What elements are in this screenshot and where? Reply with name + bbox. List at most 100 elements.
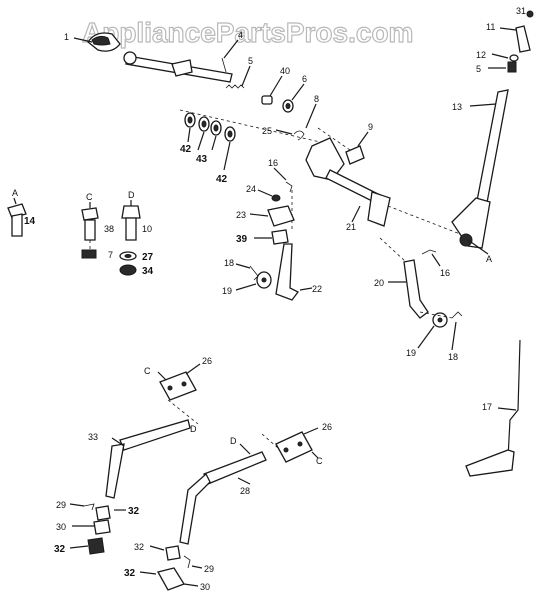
part-13-lever xyxy=(451,89,509,255)
callout-28: 28 xyxy=(240,486,250,496)
callout-42-a: 42 xyxy=(180,144,192,155)
callout-4: 4 xyxy=(238,30,243,40)
callout-33: 33 xyxy=(88,432,98,442)
callout-19-b: 19 xyxy=(406,348,416,358)
part-18-pin-a xyxy=(235,263,259,281)
callout-26-a: 26 xyxy=(202,356,212,366)
part-30-spacer-b xyxy=(139,567,199,591)
part-9-bolt xyxy=(345,131,369,165)
part-32-nut-c xyxy=(149,545,181,561)
callout-23: 23 xyxy=(236,210,246,220)
callout-24: 24 xyxy=(246,184,256,194)
callout-34: 34 xyxy=(142,266,154,277)
part-40-bushing xyxy=(261,75,283,105)
part-29-pin-b xyxy=(183,555,203,569)
part-29-pin-a xyxy=(69,503,95,511)
callout-21: 21 xyxy=(346,222,356,232)
callout-8: 8 xyxy=(314,94,319,104)
callout-A-left: A xyxy=(12,188,18,198)
part-32-nut-b xyxy=(69,537,105,555)
part-17-rod xyxy=(465,339,521,477)
part-5-spring-b xyxy=(488,61,517,73)
callout-42-b: 42 xyxy=(216,174,228,185)
leader-1 xyxy=(73,37,93,43)
part-6-washer xyxy=(282,83,305,113)
part-32-nut-a xyxy=(95,505,126,521)
part-11-grip xyxy=(499,25,531,53)
callout-A-right: A xyxy=(486,254,492,264)
part-31-cap xyxy=(526,10,534,18)
callout-31: 31 xyxy=(516,6,526,16)
callout-5-top: 5 xyxy=(248,56,253,66)
part-22-arm xyxy=(256,243,313,301)
pin-4 xyxy=(221,57,227,73)
callout-30-a: 30 xyxy=(56,522,66,532)
part-30-spacer-a xyxy=(72,519,111,535)
part-25-clip xyxy=(275,129,305,141)
part-28-arm xyxy=(179,443,267,545)
callout-16-b: 16 xyxy=(440,268,450,278)
callout-32-a: 32 xyxy=(128,506,140,517)
callout-12: 12 xyxy=(476,50,486,60)
callout-16-a: 16 xyxy=(268,158,278,168)
callout-D-left: D xyxy=(128,190,135,200)
top-rod xyxy=(123,51,233,83)
callout-13: 13 xyxy=(452,102,462,112)
callout-C-bottom-b: C xyxy=(316,456,323,466)
washers-42-43 xyxy=(184,112,236,171)
callout-14: 14 xyxy=(24,216,36,227)
dash-9 xyxy=(317,127,351,151)
callout-11: 11 xyxy=(486,22,495,32)
callout-C-bottom-a: C xyxy=(144,366,151,376)
part-18-pin-b xyxy=(451,311,463,351)
callout-5-right: 5 xyxy=(476,64,481,74)
part-21-shaft-bracket xyxy=(305,137,391,227)
callout-29-b: 29 xyxy=(204,564,214,574)
dash-21 xyxy=(387,205,461,235)
callout-6: 6 xyxy=(302,74,307,84)
part-26-plate-b xyxy=(275,427,319,463)
callout-27: 27 xyxy=(142,252,154,263)
callout-38: 38 xyxy=(104,224,114,234)
callout-43: 43 xyxy=(196,154,208,165)
callout-30-b: 30 xyxy=(200,582,210,592)
part-27-washer xyxy=(119,251,137,261)
part-16-pin-b xyxy=(421,249,441,267)
part-26-plate-a xyxy=(157,363,201,401)
callout-10: 10 xyxy=(142,224,152,234)
part-39-nut xyxy=(254,229,289,245)
part-23-block xyxy=(249,205,295,227)
callout-C-left: C xyxy=(86,192,93,202)
callout-D-bottom-b: D xyxy=(230,436,237,446)
part-1-bracket xyxy=(87,32,121,52)
part-14-bolt xyxy=(7,197,27,237)
callout-25: 25 xyxy=(262,126,272,136)
part-33-arm xyxy=(105,419,191,499)
part-16-pin-a xyxy=(273,167,293,193)
callout-D-bottom-a: D xyxy=(190,424,197,434)
leader-8 xyxy=(305,103,317,129)
callout-39: 39 xyxy=(236,234,248,245)
callout-32-b: 32 xyxy=(54,544,66,555)
callout-26-b: 26 xyxy=(322,422,332,432)
part-19-washer-b xyxy=(417,312,448,349)
dash-26b xyxy=(261,433,279,449)
part-34-nut xyxy=(119,264,137,276)
callout-22: 22 xyxy=(312,284,322,294)
part-24-nut xyxy=(257,189,281,202)
callout-labels: 1 4 5 40 6 8 31 11 12 5 13 25 9 42 43 42… xyxy=(12,6,526,592)
callout-29-a: 29 xyxy=(56,500,66,510)
leader-19a xyxy=(235,283,257,291)
callout-18-a: 18 xyxy=(224,258,234,268)
part-10-bolt xyxy=(121,200,141,241)
part-38-bolt xyxy=(81,202,99,259)
callout-19-a: 19 xyxy=(222,286,232,296)
callout-32-d: 32 xyxy=(124,568,136,579)
callout-7: 7 xyxy=(108,250,113,260)
part-12-clip xyxy=(491,53,519,62)
watermark-text: AppliancePartsPros.com xyxy=(82,17,413,48)
dash-26a xyxy=(167,399,199,425)
callout-32-c: 32 xyxy=(134,542,144,552)
leader-4 xyxy=(223,39,239,59)
